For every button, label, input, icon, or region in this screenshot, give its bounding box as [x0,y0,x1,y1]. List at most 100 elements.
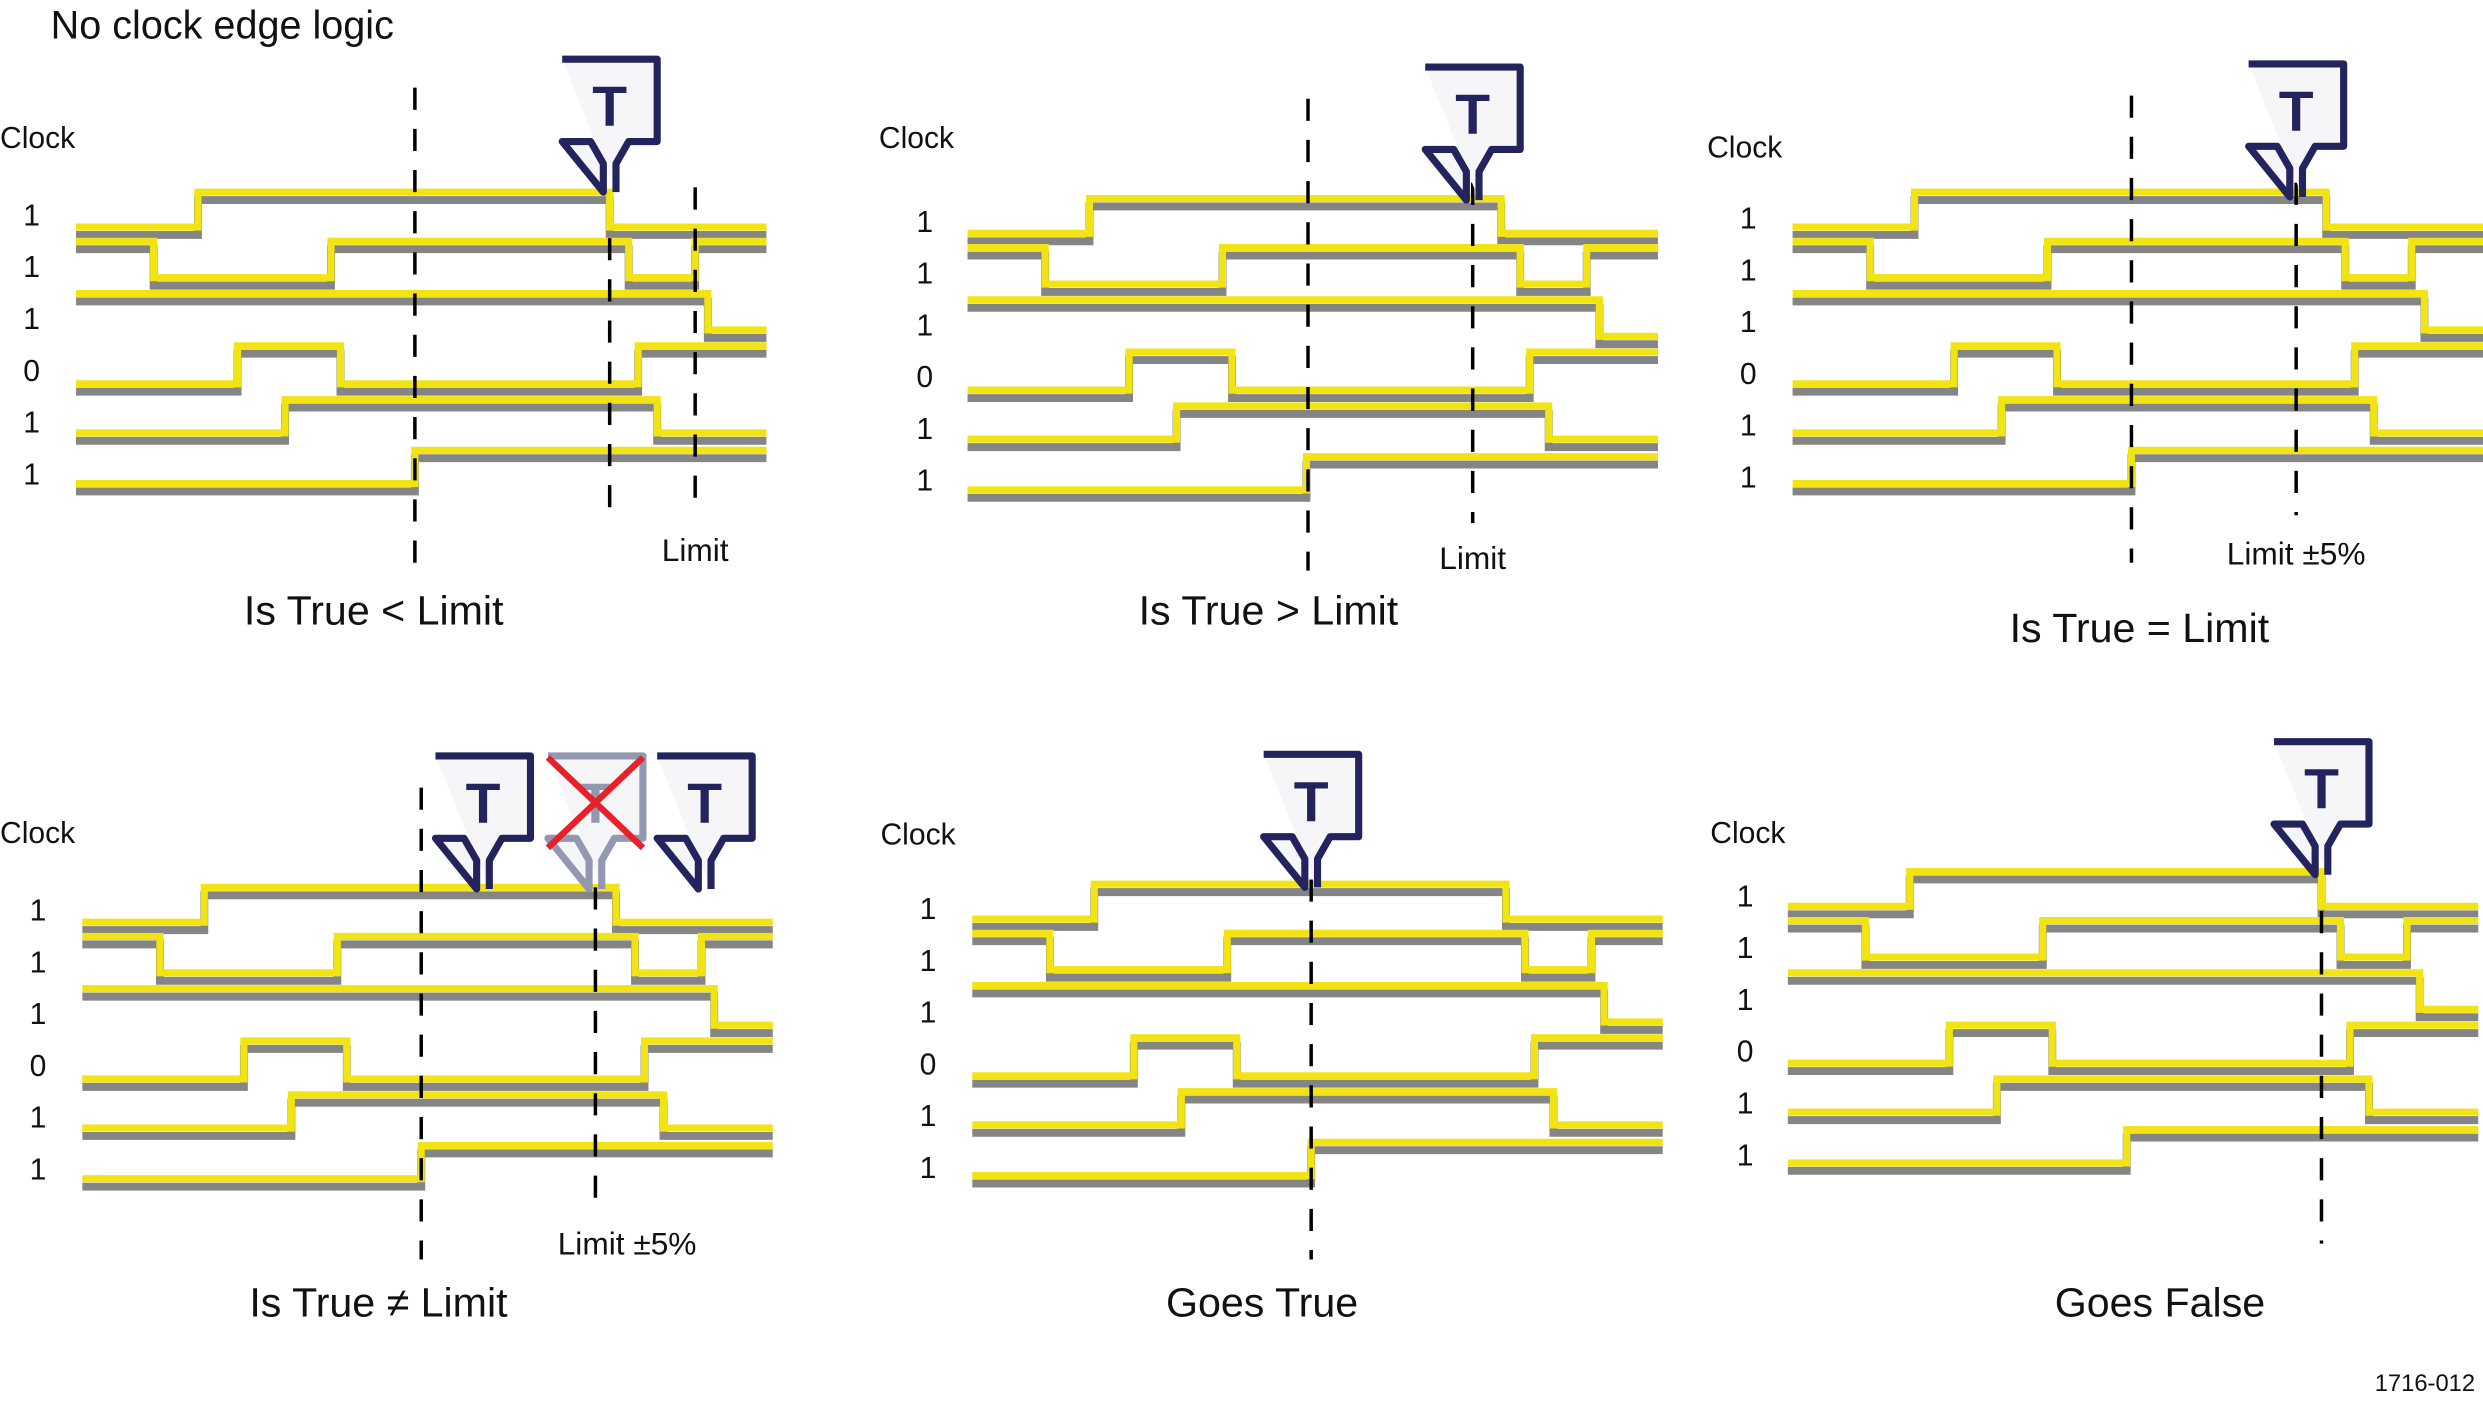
marker-outline [431,752,535,893]
marker-outline [2245,60,2348,201]
signal-waveform [972,929,1663,974]
clock-label: Clock [0,122,76,155]
bit-value: 1 [920,893,937,926]
clock-label: Clock [1710,817,1786,850]
bit-value: 1 [30,998,47,1031]
bit-value: 0 [23,355,40,388]
signal-shadow [967,303,1658,349]
signal-waveform [967,194,1658,237]
signal-shadow [972,989,1663,1034]
limit-label: Limit ±5% [558,1226,697,1262]
trigger-t-glyph: T [2279,79,2314,143]
bit-value: 1 [23,458,40,491]
figure-id: 1716-012 [2375,1370,2475,1397]
signal-waveform [76,396,767,437]
bit-value: 1 [23,251,40,284]
signal-waveform [76,342,767,388]
bit-value: 1 [23,303,40,336]
signal-waveform [1792,289,2483,334]
signal-waveform [1787,1021,2479,1067]
signal-shadow [82,891,773,935]
clock-label: Clock [880,819,956,852]
signal-waveform [82,932,773,977]
bit-value: 1 [920,945,937,978]
panel-caption: Is True > Limit [1139,587,1399,633]
bit-value: 1 [1737,1087,1754,1120]
limit-label: Limit [662,532,729,568]
bit-value: 1 [1740,203,1757,236]
marker-outline [558,55,661,196]
trigger-t-glyph: T [466,771,501,835]
bit-value: 1 [916,309,933,342]
signal-shadow [972,888,1663,931]
trigger-t-glyph: T [2304,757,2339,821]
bit-value: 1 [920,1100,937,1133]
bit-value: 1 [30,1102,47,1135]
clock-label: Clock [1707,131,1783,164]
bit-value: 1 [1737,1139,1754,1172]
signal-waveform [967,402,1658,443]
limit-label: Limit [1439,540,1506,576]
signal-waveform [82,1037,773,1083]
signal-shadow [76,297,767,342]
trigger-t-glyph: T [592,75,627,139]
signal-waveform [76,188,767,231]
marker-outline [2270,738,2373,879]
trigger-t-glyph: T [1294,770,1329,834]
signal-waveform [82,883,773,926]
signal-shadow [1792,196,2483,239]
trigger-marker: T [1421,63,1524,204]
signal-waveform [82,1091,773,1132]
signal-waveform [1787,1075,2479,1116]
trigger-marker: T [1260,750,1363,891]
bit-value: 0 [916,361,933,394]
bit-value: 1 [916,206,933,239]
signal-shadow [967,409,1658,452]
signal-shadow [972,1095,1663,1137]
signal-waveform [1792,237,2483,282]
bit-value: 1 [916,465,933,498]
signal-waveform [1787,1126,2479,1167]
bit-value: 1 [30,895,47,928]
diagram-title: No clock edge logic [51,4,394,48]
signal-waveform [1792,188,2483,231]
panel-4: Clock111011TTTLimit ±5%Is True ≠ Limit [0,752,773,1325]
marker-outline [544,752,647,893]
signal-waveform [76,237,767,282]
clock-label: Clock [0,817,76,850]
bit-value: 1 [1740,254,1757,287]
bit-value: 1 [1740,462,1757,495]
bit-value: 1 [23,407,40,440]
bit-value: 1 [1740,410,1757,443]
signal-shadow [1787,976,2479,1022]
bit-value: 1 [30,1154,47,1187]
trigger-t-glyph: T [687,771,722,835]
panel-caption: Goes False [2055,1279,2265,1325]
signal-waveform [82,985,773,1029]
signal-shadow [967,202,1658,246]
trigger-marker: T [2270,738,2373,879]
bit-value: 1 [916,258,933,291]
trigger-marker-disabled: T [544,752,647,893]
bit-value: 1 [1737,984,1754,1017]
signal-waveform [76,289,767,334]
signal-waveform [972,1034,1663,1080]
signal-waveform [967,348,1658,394]
clock-label: Clock [879,122,955,155]
bit-value: 0 [1740,358,1757,391]
marker-outline [653,752,756,893]
signal-waveform [1787,867,2479,910]
signal-waveform [1792,342,2483,388]
signal-shadow [82,992,773,1038]
bit-value: 0 [920,1048,937,1081]
limit-label: Limit ±5% [2227,535,2366,571]
signal-waveform [972,981,1663,1026]
signal-waveform [972,1088,1663,1129]
panel-caption: Is True = Limit [2010,605,2270,651]
bit-value: 1 [920,997,937,1030]
panel-caption: Goes True [1166,1279,1358,1325]
